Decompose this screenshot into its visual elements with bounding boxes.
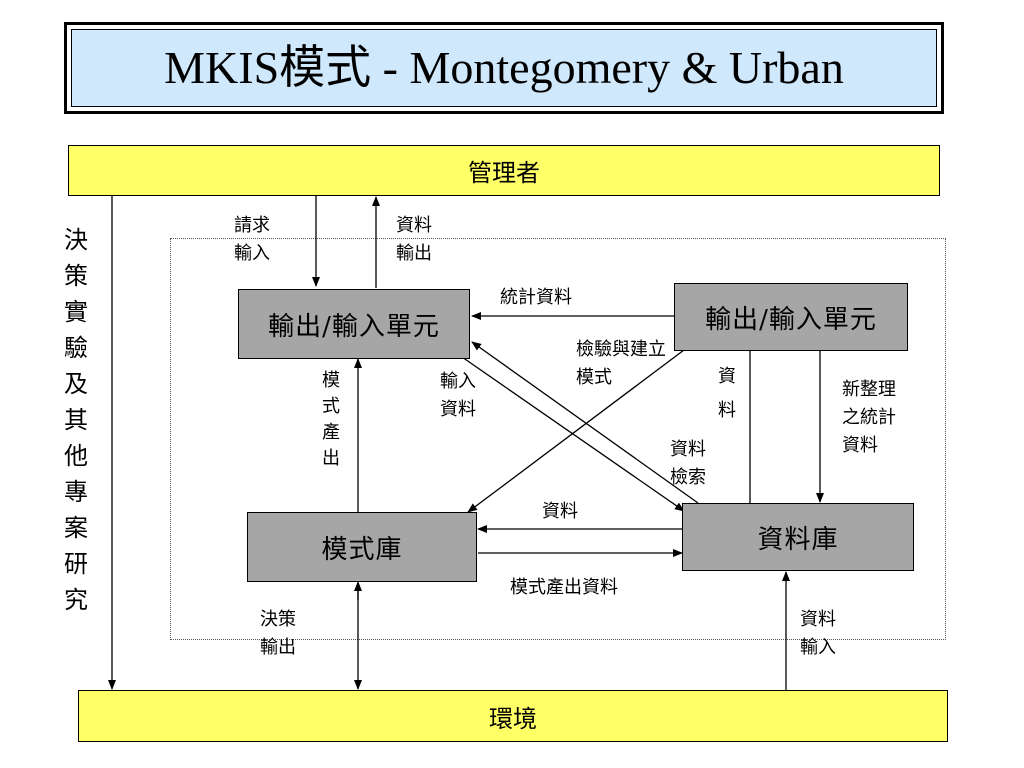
side-label: 決策實驗及其他專案研究 bbox=[64, 226, 88, 614]
test-build-arrow bbox=[467, 349, 685, 513]
data-retrieval-label: 資料檢索 bbox=[670, 439, 706, 488]
model-base-box: 模式庫 bbox=[247, 512, 477, 582]
database-box: 資料庫 bbox=[682, 503, 914, 571]
system-boundary bbox=[170, 238, 946, 640]
data-vertical-label: 資料 bbox=[718, 366, 736, 421]
data-input-label: 資料輸入 bbox=[800, 609, 836, 658]
io-unit-left: 輸出/輸入單元 bbox=[238, 289, 470, 359]
data-mid-label: 資料 bbox=[542, 501, 578, 522]
input-data-label: 輸入資料 bbox=[440, 371, 476, 420]
page-title: MKIS模式 - Montegomery & Urban bbox=[71, 29, 937, 107]
retrieval-arrow bbox=[471, 341, 699, 504]
io-unit-right: 輸出/輸入單元 bbox=[674, 283, 908, 351]
stat-data-label: 統計資料 bbox=[500, 287, 572, 308]
test-build-label: 檢驗與建立模式 bbox=[576, 339, 666, 388]
model-output-data-label: 模式產出資料 bbox=[510, 577, 618, 598]
new-stat-label: 新整理之統計資料 bbox=[842, 379, 896, 456]
environment-bar: 環境 bbox=[78, 690, 948, 742]
manager-bar: 管理者 bbox=[68, 145, 940, 196]
model-output-label: 模式產出 bbox=[322, 370, 340, 469]
request-input-label: 請求輸入 bbox=[234, 215, 270, 264]
decision-output-label: 決策輸出 bbox=[260, 609, 296, 658]
data-output-label: 資料輸出 bbox=[396, 215, 432, 264]
title-box: MKIS模式 - Montegomery & Urban bbox=[64, 22, 944, 114]
